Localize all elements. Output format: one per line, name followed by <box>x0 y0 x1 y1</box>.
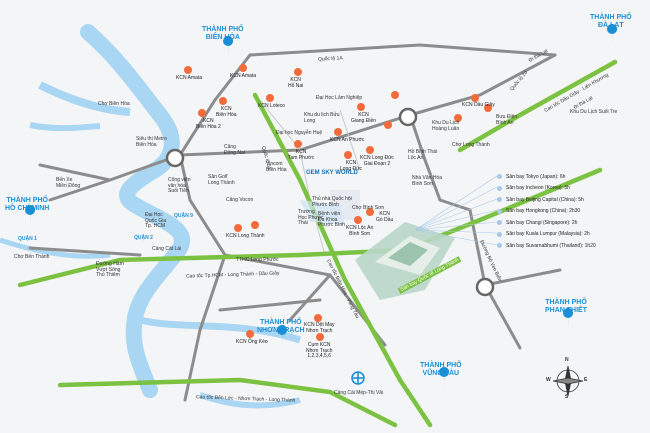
kcn-bien-hoa2: KCN Biên Hòa 2 <box>196 118 221 130</box>
poi-cang-vocon: Cảng Vocon <box>226 197 254 203</box>
poi-ho-binh-thai: Hồ Bình Thái Lộc An <box>408 149 438 161</box>
poi-sieu-thi: Siêu thị Metro Biên Hòa <box>136 136 167 148</box>
kcn-bien-hoa: KCN Biên Hòa <box>216 106 237 118</box>
compass-n: N <box>565 357 569 363</box>
poi-hoang-luan: Khu Du Lịch Hoàng Luân <box>432 120 460 132</box>
anchor-icon <box>351 371 365 385</box>
flight-item: Sân bay Tokyo (Japan): 6h <box>497 171 647 183</box>
flight-dot-icon <box>497 243 502 249</box>
pin-nhon-trach-icon <box>277 325 288 347</box>
poi-ben-xe: Bến Xe Miền Đông <box>56 177 81 189</box>
poi-cong-vien: Công viên văn hóa Suối Tiên <box>168 177 191 194</box>
pin-vung-tau-icon <box>439 367 450 389</box>
poi-vincom: Vincom Biên Hòa <box>266 161 287 173</box>
poi-buu-long: Khu du lịch Bửu Long <box>304 112 340 124</box>
poi-dh-quoc-gia: Đại Học Quốc Gia Tp. HCM <box>145 212 167 229</box>
poi-nha-van-hoa: Nhà Văn Hóa Bình Sơn <box>412 175 443 187</box>
kcn-an-phuoc: KCN An Phước <box>330 137 365 143</box>
poi-tthc: TTHC Long Phước <box>236 257 279 263</box>
kcn-amata2: KCN Amata <box>230 73 257 79</box>
kcn-loc-an: KCN Lộc An Bình Sơn <box>346 225 374 237</box>
city-hcm: THÀNH PHỐ HỒ CHÍ MINH <box>5 197 50 213</box>
poi-truong-hoc: Trường Học Phước Thái <box>298 209 324 226</box>
district-q9: QUẬN 9 <box>174 213 193 219</box>
poi-cang-cai-mep: Cảng Cái Mép-Thị Vải <box>334 390 384 396</box>
compass-e: E <box>584 377 588 383</box>
flight-item: Sân bay Hongkong (China): 2h30 <box>497 206 647 218</box>
kcn-dau-giay: KCN Dầu Giây <box>462 102 495 108</box>
kcn-nhon-trach: Cụm KCN Nhơn Trạch 1,2,3,4,5,6 <box>306 342 333 359</box>
flight-item: Sân bay Incheon (Korea): 5h <box>497 183 647 195</box>
poi-cang-dong-nai: Cảng Đồng Nai <box>224 144 245 156</box>
flight-dot-icon <box>497 220 502 226</box>
kcn-long-thanh: KCN Long Thành <box>226 233 265 239</box>
city-vung-tau: THÀNH PHỐ VŨNG TÀU <box>420 362 462 378</box>
poi-dh-lam-nghiep: Đại Học Lâm Nghiệp <box>316 95 363 101</box>
flight-item: Sân bay Beijing Capital (China): 5h <box>497 194 647 206</box>
project-label[interactable]: GEM SKY WORLD <box>306 170 358 176</box>
city-da-lat: THÀNH PHỐ ĐÀ LẠT <box>590 14 632 30</box>
kcn-long-duc2: KCN Long Đức Giai Đoạn 2 <box>360 155 394 167</box>
flight-list: Sân bay Tokyo (Japan): 6h Sân bay Incheo… <box>497 171 647 252</box>
poi-cho-bien-hoa: Chợ Biên Hòa <box>98 101 130 107</box>
district-q1: QUẬN 1 <box>18 236 37 242</box>
district-q2: QUẬN 2 <box>134 235 153 241</box>
poi-cho-ben-thanh: Chợ Bến Thành <box>14 254 50 260</box>
poi-duong-ham: Đường Hầm Vượt Sông Thủ Thiêm <box>96 261 124 278</box>
flight-dot-icon <box>497 174 502 180</box>
pin-phan-thiet-icon <box>563 308 574 330</box>
pin-bien-hoa-icon <box>223 36 234 58</box>
city-bien-hoa: THÀNH PHỐ BIÊN HÒA <box>202 26 244 42</box>
kcn-giang-dien: KCN Giang Điền <box>351 112 377 124</box>
poi-tt-chinh-tri: Thủ nhà Quốc hội Phước Bình <box>312 196 352 208</box>
kcn-det-may: KCN Dệt May Nhơn Trạch <box>304 322 335 334</box>
flight-dot-icon <box>497 185 502 191</box>
flight-dot-icon <box>497 197 502 203</box>
kcn-long-duc: KCN Long Đức <box>340 160 362 172</box>
kcn-ong-keo: KCN Ông Kèo <box>236 339 268 345</box>
poi-cho-binh-son: Chợ Bình Sơn <box>352 205 385 211</box>
city-phan-thiet: THÀNH PHỐ PHAN THIẾT <box>545 299 587 315</box>
flight-dot-icon <box>497 208 502 214</box>
city-nhon-trach: THÀNH PHỐ NHƠN TRẠCH <box>257 319 305 335</box>
poi-benh-vien: Bệnh viện Đa Khoa Phước Bình <box>318 211 345 228</box>
kcn-loteco: KCN Loteco <box>258 103 285 109</box>
pin-hcm-icon <box>25 205 36 227</box>
poi-buu-dien: Bưu Điện Bình An <box>496 114 518 126</box>
compass-s: S <box>565 394 569 400</box>
compass-icon <box>552 365 584 397</box>
flight-item: Sân bay Suvarnabhumi (Thailand): 1h20 <box>497 240 647 252</box>
kcn-go-dau: KCN Gò Dầu <box>376 211 394 223</box>
kcn-amata: KCN Amata <box>176 75 203 81</box>
pin-da-lat-icon <box>607 24 618 46</box>
poi-cang-cat-lai: Cảng Cát Lái <box>152 246 182 252</box>
kcn-tam-phuoc: KCN Tam Phước <box>288 149 315 161</box>
poi-cho-long-thanh: Chợ Long Thành <box>452 142 490 148</box>
poi-san-golf: Sân Golf Long Thành <box>208 174 235 186</box>
flight-item: Sân bay Changi (Singapore): 2h <box>497 217 647 229</box>
flight-item: Sân bay Kuala Lumpur (Malaysia): 2h <box>497 229 647 241</box>
poi-suoi-tre: Khu Du Lịch Suối Tre <box>570 109 618 115</box>
kcn-ho-nai: KCN Hố Nai <box>288 77 304 89</box>
poi-dh-nguyen-hue: Đại học Nguyễn Huệ <box>276 130 323 136</box>
flight-dot-icon <box>497 231 502 237</box>
compass-w: W <box>546 377 551 383</box>
